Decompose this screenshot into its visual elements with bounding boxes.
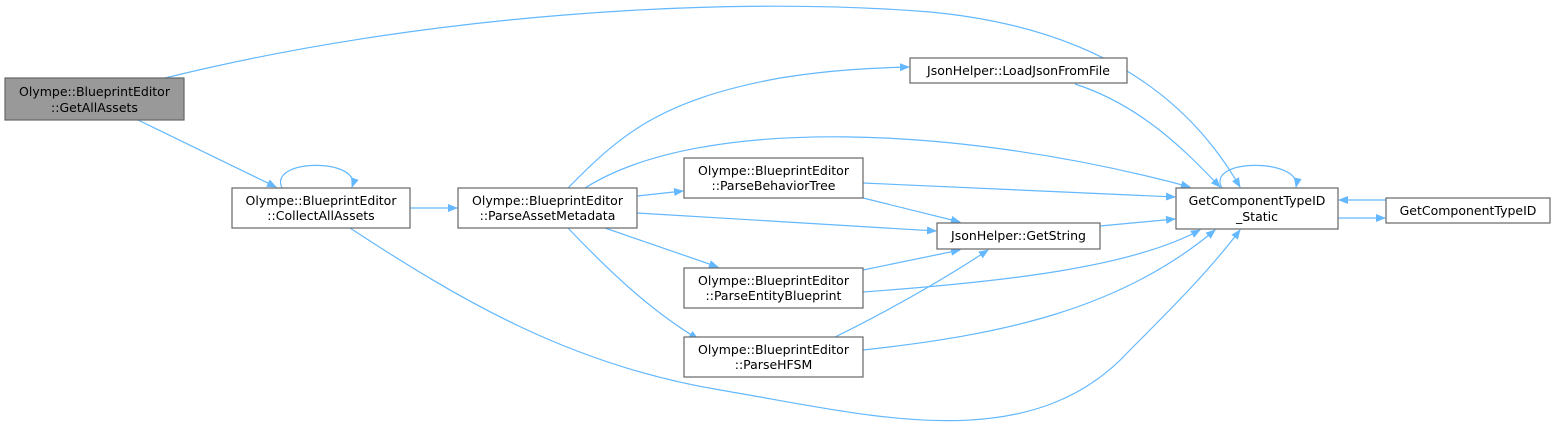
svg-text:Olympe::BlueprintEditor: Olympe::BlueprintEditor <box>698 273 850 288</box>
svg-text:::ParseHFSM: ::ParseHFSM <box>735 357 813 372</box>
edge-collectallassets-self <box>280 164 359 189</box>
edge-parsebehaviortree-gctstatic <box>862 182 1176 201</box>
svg-text:::GetAllAssets: ::GetAllAssets <box>51 100 138 115</box>
edges <box>137 5 1386 422</box>
node-parse-entity-blueprint[interactable]: Olympe::BlueprintEditor ::ParseEntityBlu… <box>683 267 864 309</box>
node-load-json-from-file[interactable]: JsonHelper::LoadJsonFromFile <box>909 57 1128 84</box>
edge-gctstatic-self <box>1219 164 1302 189</box>
edge-parseassetmetadata-parsebehaviortree <box>636 187 684 197</box>
svg-text:GetComponentTypeID: GetComponentTypeID <box>1189 193 1326 208</box>
edge-parseassetmetadata-loadjson <box>567 63 910 189</box>
svg-text:JsonHelper::LoadJsonFromFile: JsonHelper::LoadJsonFromFile <box>926 63 1110 78</box>
node-get-all-assets[interactable]: Olympe::BlueprintEditor ::GetAllAssets <box>4 77 185 121</box>
node-parse-asset-metadata[interactable]: Olympe::BlueprintEditor ::ParseAssetMeta… <box>457 187 638 229</box>
svg-text:_Static: _Static <box>1235 209 1278 224</box>
node-parse-hfsm[interactable]: Olympe::BlueprintEditor ::ParseHFSM <box>683 336 864 378</box>
svg-text:::ParseEntityBlueprint: ::ParseEntityBlueprint <box>706 288 842 303</box>
svg-text:Olympe::BlueprintEditor: Olympe::BlueprintEditor <box>698 163 850 178</box>
edge-parsehfsm-getstring <box>834 249 989 338</box>
edge-loadjson-gctstatic <box>1074 83 1221 188</box>
svg-text:Olympe::BlueprintEditor: Olympe::BlueprintEditor <box>246 193 398 208</box>
edge-parseassetmetadata-gctstatic <box>584 136 1191 189</box>
node-get-string[interactable]: JsonHelper::GetString <box>936 222 1101 250</box>
edge-parseentityblueprint-gctstatic <box>862 229 1201 293</box>
svg-text:Olympe::BlueprintEditor: Olympe::BlueprintEditor <box>19 84 171 99</box>
svg-text:Olympe::BlueprintEditor: Olympe::BlueprintEditor <box>698 342 850 357</box>
svg-text:GetComponentTypeID: GetComponentTypeID <box>1400 203 1537 218</box>
edge-getstring-gctstatic <box>1099 215 1176 227</box>
edge-parseentityblueprint-getstring <box>862 247 961 271</box>
node-parse-behavior-tree[interactable]: Olympe::BlueprintEditor ::ParseBehaviorT… <box>683 157 864 199</box>
edge-getallassets-collectallassets <box>137 119 277 188</box>
edge-getallassets-gctstatic <box>164 5 1241 188</box>
edge-collectallassets-gctstatic <box>349 227 1241 422</box>
node-collect-all-assets[interactable]: Olympe::BlueprintEditor ::CollectAllAsse… <box>231 187 411 229</box>
svg-text:Olympe::BlueprintEditor: Olympe::BlueprintEditor <box>472 193 624 208</box>
node-get-component-type-id[interactable]: GetComponentTypeID <box>1385 197 1551 224</box>
svg-text:JsonHelper::GetString: JsonHelper::GetString <box>950 228 1086 243</box>
node-get-component-type-id-static[interactable]: GetComponentTypeID _Static <box>1175 187 1339 230</box>
svg-text:::ParseBehaviorTree: ::ParseBehaviorTree <box>712 178 836 193</box>
edge-parseassetmetadata-parsehfsm <box>567 227 699 340</box>
svg-text:::CollectAllAssets: ::CollectAllAssets <box>267 208 374 223</box>
edge-parseassetmetadata-parseentityblueprint <box>604 227 719 268</box>
edge-parsebehaviortree-getstring <box>862 197 961 224</box>
edge-parseassetmetadata-getstring <box>636 212 937 235</box>
svg-text:::ParseAssetMetadata: ::ParseAssetMetadata <box>480 208 616 223</box>
edge-parsehfsm-gctstatic <box>862 229 1216 351</box>
